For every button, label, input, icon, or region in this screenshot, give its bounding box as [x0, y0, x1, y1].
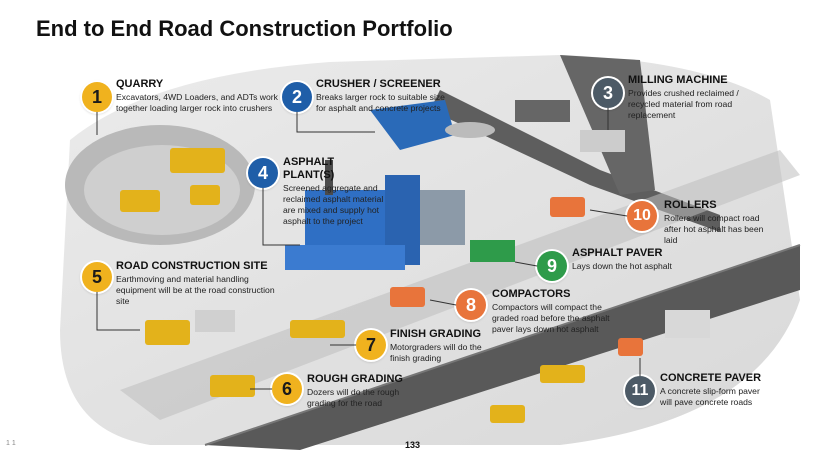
step-heading: FINISH GRADING — [390, 328, 482, 340]
step-label-10: ROLLERS Rollers will compact road after … — [664, 199, 774, 246]
step-heading: ASPHALT PLANT(S) — [283, 156, 335, 181]
step-badge-10: 10 — [627, 201, 657, 231]
step-heading: QUARRY — [116, 78, 164, 90]
step-label-1: QUARRY Excavators, 4WD Loaders, and ADTs… — [116, 78, 286, 114]
step-badge-8: 8 — [456, 290, 486, 320]
step-description: Motorgraders will do the finish grading — [390, 342, 482, 363]
step-label-3: MILLING MACHINE Provides crushed reclaim… — [628, 74, 748, 121]
slide-number: 1 1 — [6, 440, 16, 447]
step-description: Dozers will do the rough grading for the… — [307, 387, 400, 408]
step-label-2: CRUSHER / SCREENER Breaks larger rock to… — [316, 78, 446, 114]
step-heading: CRUSHER / SCREENER — [316, 78, 441, 90]
step-description: Compactors will compact the graded road … — [492, 302, 610, 334]
step-badge-4: 4 — [248, 158, 278, 188]
step-heading: ASPHALT PAVER — [572, 247, 663, 259]
step-description: Rollers will compact road after hot asph… — [664, 213, 764, 245]
step-badge-2: 2 — [282, 82, 312, 112]
step-description: A concrete slip-form paver will pave con… — [660, 386, 760, 407]
step-label-8: COMPACTORS Compactors will compact the g… — [492, 288, 622, 335]
step-description: Earthmoving and material handling equipm… — [116, 274, 275, 306]
step-badge-5: 5 — [82, 262, 112, 292]
page-title: End to End Road Construction Portfolio — [36, 16, 453, 41]
step-description: Provides crushed reclaimed / recycled ma… — [628, 88, 739, 120]
step-badge-1: 1 — [82, 82, 112, 112]
step-description: Screened aggregate and reclaimed asphalt… — [283, 183, 384, 226]
step-badge-3: 3 — [593, 78, 623, 108]
step-heading: ROUGH GRADING — [307, 373, 403, 385]
page-number: 133 — [405, 440, 421, 450]
step-heading: CONCRETE PAVER — [660, 372, 762, 384]
crusher-graphic — [370, 100, 495, 150]
step-description: Lays down the hot asphalt — [572, 261, 672, 271]
step-heading: MILLING MACHINE — [628, 74, 728, 86]
step-label-4: ASPHALT PLANT(S) Screened aggregate and … — [283, 156, 388, 227]
step-heading: ROLLERS — [664, 199, 717, 211]
step-label-9: ASPHALT PAVER Lays down the hot asphalt — [572, 247, 692, 272]
step-description: Breaks larger rock to suitable size for … — [316, 92, 445, 113]
step-label-5: ROAD CONSTRUCTION SITE Earthmoving and m… — [116, 260, 281, 307]
step-badge-7: 7 — [356, 330, 386, 360]
step-heading: COMPACTORS — [492, 288, 571, 300]
step-badge-6: 6 — [272, 374, 302, 404]
step-badge-9: 9 — [537, 251, 567, 281]
step-label-6: ROUGH GRADING Dozers will do the rough g… — [307, 373, 422, 409]
step-label-7: FINISH GRADING Motorgraders will do the … — [390, 328, 490, 364]
step-label-11: CONCRETE PAVER A concrete slip-form pave… — [660, 372, 770, 408]
step-heading: ROAD CONSTRUCTION SITE — [116, 260, 268, 272]
step-description: Excavators, 4WD Loaders, and ADTs work t… — [116, 92, 278, 113]
asphalt-plant-graphic — [285, 160, 465, 270]
step-badge-11: 11 — [625, 376, 655, 406]
